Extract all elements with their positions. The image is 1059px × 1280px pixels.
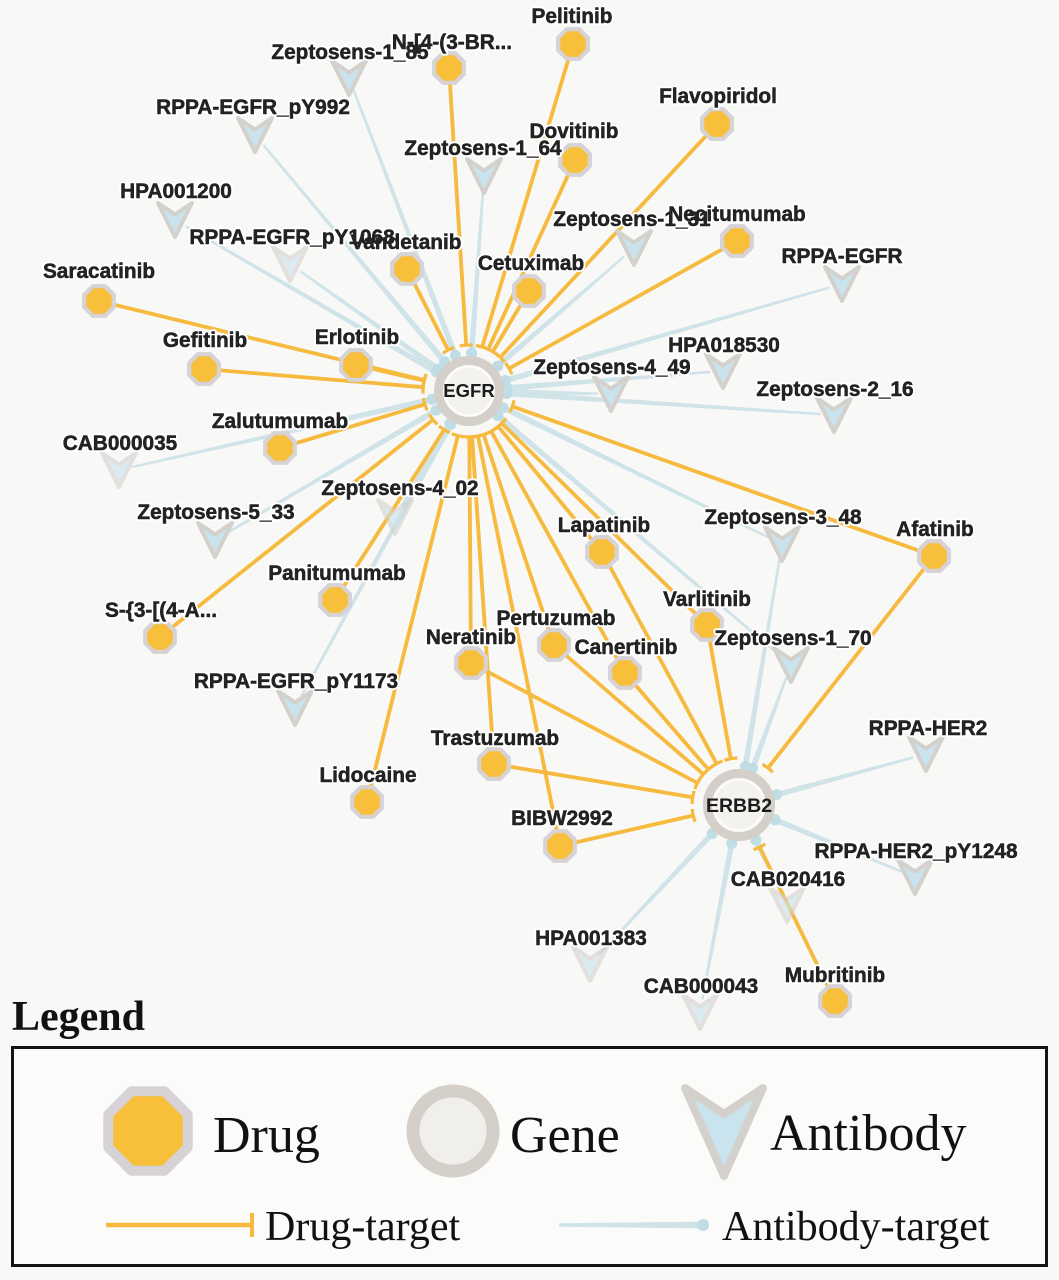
svg-text:HPA001383: HPA001383 [535,927,647,950]
svg-text:Mubritinib: Mubritinib [785,964,886,987]
svg-text:Zalutumumab: Zalutumumab [212,410,348,433]
svg-text:N-[4-(3-BR...: N-[4-(3-BR... [392,31,512,54]
svg-text:HPA001200: HPA001200 [120,180,232,203]
svg-text:Neratinib: Neratinib [426,626,516,649]
svg-text:Dovitinib: Dovitinib [530,120,619,143]
svg-text:BIBW2992: BIBW2992 [511,807,613,830]
svg-text:Zeptosens-2_16: Zeptosens-2_16 [756,378,913,401]
svg-text:Zeptosens-1_85: Zeptosens-1_85 [271,41,428,64]
svg-text:Zeptosens-4_02: Zeptosens-4_02 [321,477,478,500]
svg-text:Pertuzumab: Pertuzumab [496,607,615,630]
svg-text:HPA018530: HPA018530 [668,334,780,357]
svg-text:Zeptosens-4_49: Zeptosens-4_49 [533,356,690,379]
svg-text:CAB020416: CAB020416 [731,868,845,891]
svg-text:Antibody-target: Antibody-target [722,1204,990,1250]
svg-text:ERBB2: ERBB2 [706,795,772,817]
svg-text:Gefitinib: Gefitinib [163,329,247,352]
svg-text:CAB000043: CAB000043 [644,975,758,998]
svg-text:Zeptosens-1_31: Zeptosens-1_31 [553,208,710,231]
svg-text:Gefitinib: Gefitinib [163,329,247,352]
svg-text:Zeptosens-4_02: Zeptosens-4_02 [321,477,478,500]
svg-text:RPPA-EGFR_pY1068: RPPA-EGFR_pY1068 [189,226,394,249]
svg-text:Zeptosens-1_70: Zeptosens-1_70 [714,627,871,650]
svg-text:Flavopiridol: Flavopiridol [659,85,777,108]
svg-text:Canertinib: Canertinib [575,636,678,659]
svg-text:RPPA-EGFR_pY992: RPPA-EGFR_pY992 [156,96,350,119]
svg-text:Zeptosens-1_70: Zeptosens-1_70 [714,627,871,650]
svg-text:Afatinib: Afatinib [896,518,973,541]
svg-text:RPPA-EGFR_pY992: RPPA-EGFR_pY992 [156,96,350,119]
svg-text:CAB000035: CAB000035 [63,432,177,455]
svg-text:Afatinib: Afatinib [896,518,973,541]
svg-text:Necitumumab: Necitumumab [668,203,806,226]
svg-text:RPPA-EGFR_pY1068: RPPA-EGFR_pY1068 [189,226,394,249]
svg-text:Vandetanib: Vandetanib [351,231,462,254]
svg-text:RPPA-EGFR_pY1173: RPPA-EGFR_pY1173 [194,670,398,693]
svg-text:Mubritinib: Mubritinib [785,964,886,987]
svg-text:HPA001200: HPA001200 [120,180,232,203]
svg-text:Necitumumab: Necitumumab [668,203,806,226]
svg-text:Zeptosens-1_64: Zeptosens-1_64 [404,137,562,160]
svg-text:Flavopiridol: Flavopiridol [659,85,777,108]
svg-text:EGFR: EGFR [443,380,494,401]
svg-text:Gene: Gene [510,1107,620,1164]
svg-text:Dovitinib: Dovitinib [530,120,619,143]
svg-text:Pelitinib: Pelitinib [532,5,613,28]
svg-text:Saracatinib: Saracatinib [43,260,155,283]
svg-text:Trastuzumab: Trastuzumab [431,727,559,750]
svg-text:Erlotinib: Erlotinib [315,326,399,349]
svg-text:RPPA-EGFR: RPPA-EGFR [782,245,903,268]
svg-text:Trastuzumab: Trastuzumab [431,727,559,750]
svg-text:Panitumumab: Panitumumab [268,562,406,585]
svg-text:Zalutumumab: Zalutumumab [212,410,348,433]
svg-text:Panitumumab: Panitumumab [268,562,406,585]
svg-text:Saracatinib: Saracatinib [43,260,155,283]
svg-text:RPPA-EGFR: RPPA-EGFR [782,245,903,268]
svg-text:Zeptosens-3_48: Zeptosens-3_48 [704,506,861,529]
svg-text:Pelitinib: Pelitinib [532,5,613,28]
svg-text:Varlitinib: Varlitinib [663,588,751,611]
svg-text:RPPA-EGFR_pY1173: RPPA-EGFR_pY1173 [194,670,398,693]
svg-text:Zeptosens-1_64: Zeptosens-1_64 [404,137,562,160]
svg-text:Lidocaine: Lidocaine [319,764,416,787]
svg-text:HPA001383: HPA001383 [535,927,647,950]
svg-text:Zeptosens-2_16: Zeptosens-2_16 [756,378,913,401]
svg-text:Antibody: Antibody [770,1105,966,1162]
svg-text:Drug: Drug [213,1107,320,1164]
svg-text:Canertinib: Canertinib [575,636,678,659]
svg-text:S-{3-[(4-A...: S-{3-[(4-A... [105,599,217,622]
svg-text:BIBW2992: BIBW2992 [511,807,613,830]
svg-text:Lidocaine: Lidocaine [319,764,416,787]
svg-text:Zeptosens-5_33: Zeptosens-5_33 [137,501,294,524]
svg-text:Zeptosens-4_49: Zeptosens-4_49 [533,356,690,379]
svg-text:CAB020416: CAB020416 [731,868,845,891]
svg-text:HPA018530: HPA018530 [668,334,780,357]
svg-text:Lapatinib: Lapatinib [558,514,650,537]
svg-text:CAB000043: CAB000043 [644,975,758,998]
svg-text:Pertuzumab: Pertuzumab [496,607,615,630]
svg-text:RPPA-HER2_pY1248: RPPA-HER2_pY1248 [814,840,1017,863]
svg-text:Cetuximab: Cetuximab [478,252,584,275]
svg-text:Zeptosens-5_33: Zeptosens-5_33 [137,501,294,524]
svg-text:Neratinib: Neratinib [426,626,516,649]
svg-text:RPPA-HER2: RPPA-HER2 [869,717,988,740]
svg-text:RPPA-HER2: RPPA-HER2 [869,717,988,740]
svg-text:Legend: Legend [12,994,145,1040]
svg-text:Zeptosens-3_48: Zeptosens-3_48 [704,506,861,529]
svg-text:Lapatinib: Lapatinib [558,514,650,537]
svg-text:S-{3-[(4-A...: S-{3-[(4-A... [105,599,217,622]
svg-text:N-[4-(3-BR...: N-[4-(3-BR... [392,31,512,54]
svg-text:RPPA-HER2_pY1248: RPPA-HER2_pY1248 [814,840,1017,863]
svg-text:Drug-target: Drug-target [265,1204,460,1250]
svg-text:CAB000035: CAB000035 [63,432,177,455]
svg-text:Erlotinib: Erlotinib [315,326,399,349]
svg-text:Zeptosens-1_85: Zeptosens-1_85 [271,41,428,64]
svg-text:Cetuximab: Cetuximab [478,252,584,275]
svg-text:Varlitinib: Varlitinib [663,588,751,611]
svg-text:Zeptosens-1_31: Zeptosens-1_31 [553,208,710,231]
svg-text:Vandetanib: Vandetanib [351,231,462,254]
